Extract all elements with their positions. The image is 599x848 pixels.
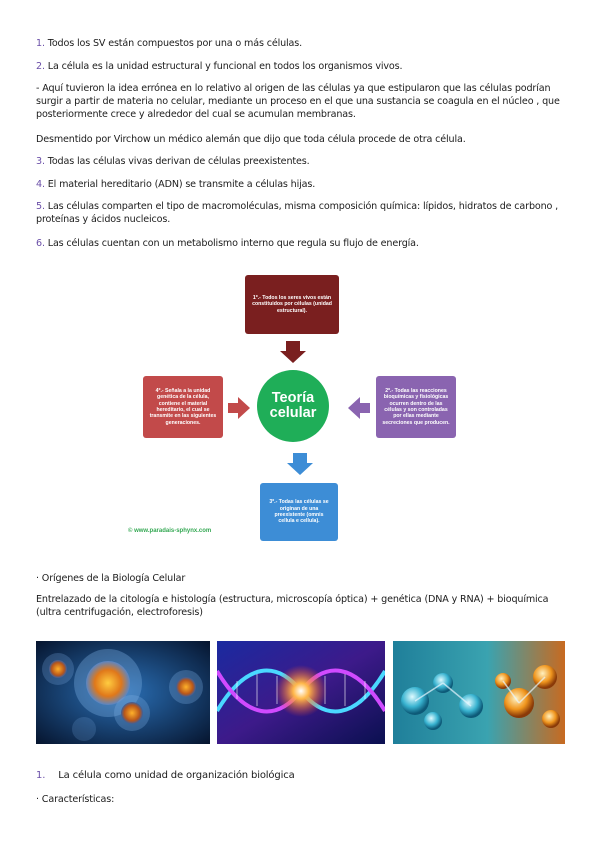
arrow-down-icon <box>280 341 306 363</box>
section-heading: 1.La célula como unidad de organización … <box>36 770 295 781</box>
theory-point-1: 1º.- Todos los seres vivos están constit… <box>245 275 339 334</box>
dna-illustration <box>217 641 385 744</box>
arrow-down-icon <box>287 453 313 475</box>
theory-point-2: 2º.- Todas las reacciones bioquímicas y … <box>376 376 456 438</box>
molecules-illustration <box>393 641 565 744</box>
arrow-right-icon <box>228 397 250 419</box>
molecules-image <box>393 641 565 744</box>
theory-point-3: 3º.- Todas las células se originan de un… <box>260 483 338 541</box>
theory-point-4: 4º.- Señala a la unidad genética de la c… <box>143 376 223 438</box>
diagram-arrows <box>228 341 370 475</box>
cell-theory-diagram: 1º.- Todos los seres vivos están constit… <box>120 265 480 555</box>
list-item: 4. El material hereditario (ADN) se tran… <box>36 179 316 190</box>
list-item: 3. Todas las células vivas derivan de cé… <box>36 156 310 167</box>
list-item: 2. La célula es la unidad estructural y … <box>36 61 403 72</box>
virchow-paragraph: Desmentido por Virchow un médico alemán … <box>36 134 466 145</box>
note-paragraph: - Aquí tuvieron la idea errónea en lo re… <box>36 83 560 120</box>
watermark: © www.paradais-sphynx.com <box>128 528 212 534</box>
cells-illustration <box>36 641 210 744</box>
list-item: 1. Todos los SV están compuestos por una… <box>36 38 303 49</box>
cells-image <box>36 641 210 744</box>
dna-image <box>217 641 385 744</box>
features-heading: · Características: <box>36 794 115 805</box>
origins-paragraph: Entrelazado de la citología e histología… <box>36 594 549 618</box>
list-item: 6. Las células cuentan con un metabolism… <box>36 238 419 249</box>
theory-center: Teoría celular <box>257 370 329 442</box>
list-item: 5. Las células comparten el tipo de macr… <box>36 201 559 225</box>
origins-heading: · Orígenes de la Biología Celular <box>36 573 186 584</box>
arrow-left-icon <box>348 397 370 419</box>
